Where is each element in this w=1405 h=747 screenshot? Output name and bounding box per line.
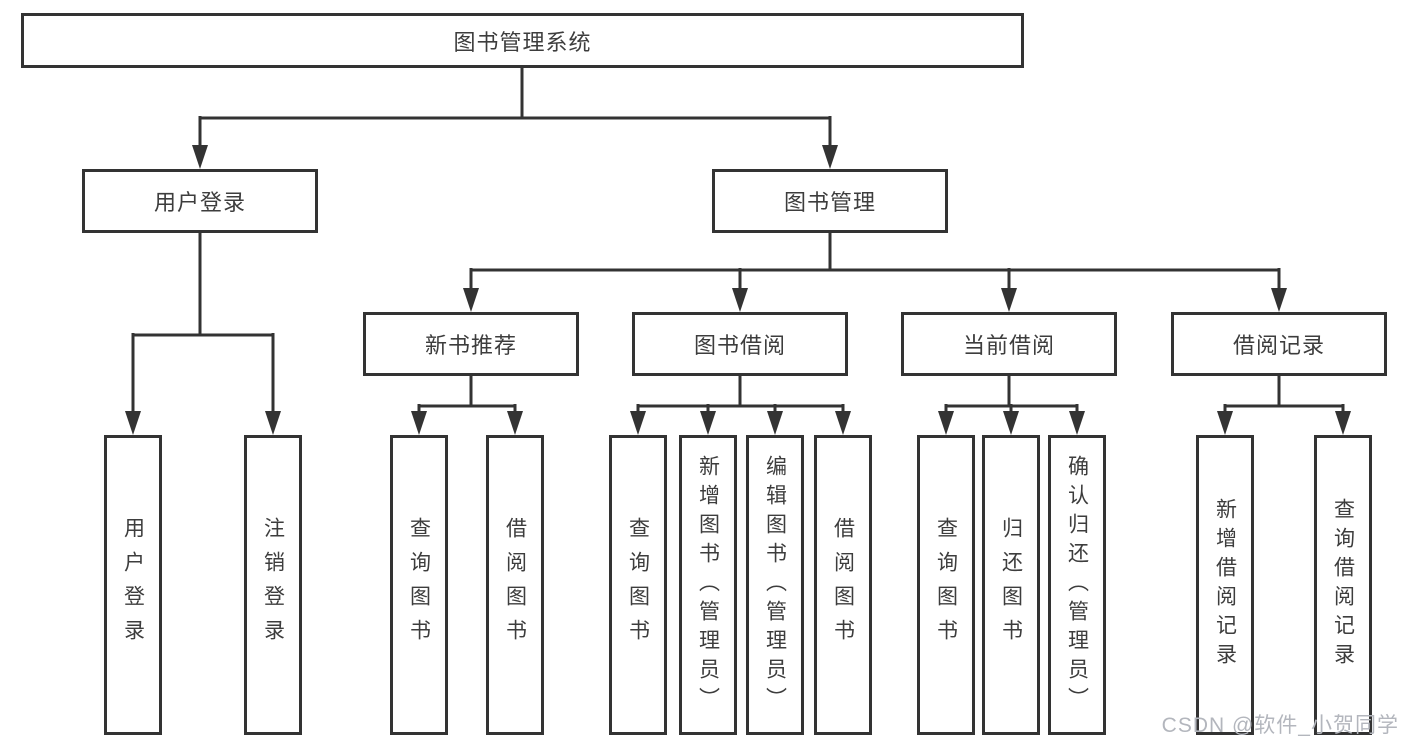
node-current-borrow: 当前借阅 (901, 312, 1117, 376)
leaf-label: 注销登录 (261, 517, 285, 653)
leaf-confirm-return-admin: 确认归还（管理员） (1048, 435, 1106, 735)
leaf-label: 新增图书（管理员） (696, 454, 720, 716)
node-label: 图书管理 (783, 190, 876, 215)
leaf-label: 查询借阅记录 (1331, 498, 1355, 672)
leaf-add-borrow-record: 新增借阅记录 (1196, 435, 1254, 735)
node-book-borrow: 图书借阅 (632, 312, 848, 376)
leaf-label: 确认归还（管理员） (1065, 454, 1089, 716)
leaf-query-books-borrow: 查询图书 (609, 435, 667, 735)
leaf-logout: 注销登录 (244, 435, 302, 735)
leaf-label: 查询图书 (626, 517, 650, 653)
leaf-label: 查询图书 (407, 517, 431, 653)
node-label: 新书推荐 (424, 333, 517, 358)
node-label: 图书借阅 (693, 333, 786, 358)
node-root: 图书管理系统 (21, 13, 1024, 68)
leaf-label: 归还图书 (999, 517, 1023, 653)
leaf-borrow-books-recommend: 借阅图书 (486, 435, 544, 735)
node-book-management: 图书管理 (712, 169, 948, 233)
leaf-query-books-current: 查询图书 (917, 435, 975, 735)
leaf-add-book-admin: 新增图书（管理员） (679, 435, 737, 735)
node-borrow-records: 借阅记录 (1171, 312, 1387, 376)
leaf-borrow-books: 借阅图书 (814, 435, 872, 735)
leaf-query-borrow-record: 查询借阅记录 (1314, 435, 1372, 735)
node-label: 图书管理系统 (453, 29, 592, 55)
leaf-label: 借阅图书 (503, 517, 527, 653)
node-label: 当前借阅 (962, 333, 1055, 358)
leaf-edit-book-admin: 编辑图书（管理员） (746, 435, 804, 735)
watermark: CSDN @软件_小贺同学 (1161, 714, 1399, 737)
node-new-book-recommend: 新书推荐 (363, 312, 579, 376)
leaf-label: 查询图书 (934, 517, 958, 653)
node-user-login: 用户登录 (82, 169, 318, 233)
leaf-query-books-recommend: 查询图书 (390, 435, 448, 735)
leaf-label: 用户登录 (121, 517, 145, 653)
leaf-label: 编辑图书（管理员） (763, 454, 787, 716)
leaf-label: 新增借阅记录 (1213, 498, 1237, 672)
leaf-return-books: 归还图书 (982, 435, 1040, 735)
node-label: 用户登录 (153, 190, 246, 215)
leaf-user-login: 用户登录 (104, 435, 162, 735)
leaf-label: 借阅图书 (831, 517, 855, 653)
node-label: 借阅记录 (1232, 333, 1325, 358)
